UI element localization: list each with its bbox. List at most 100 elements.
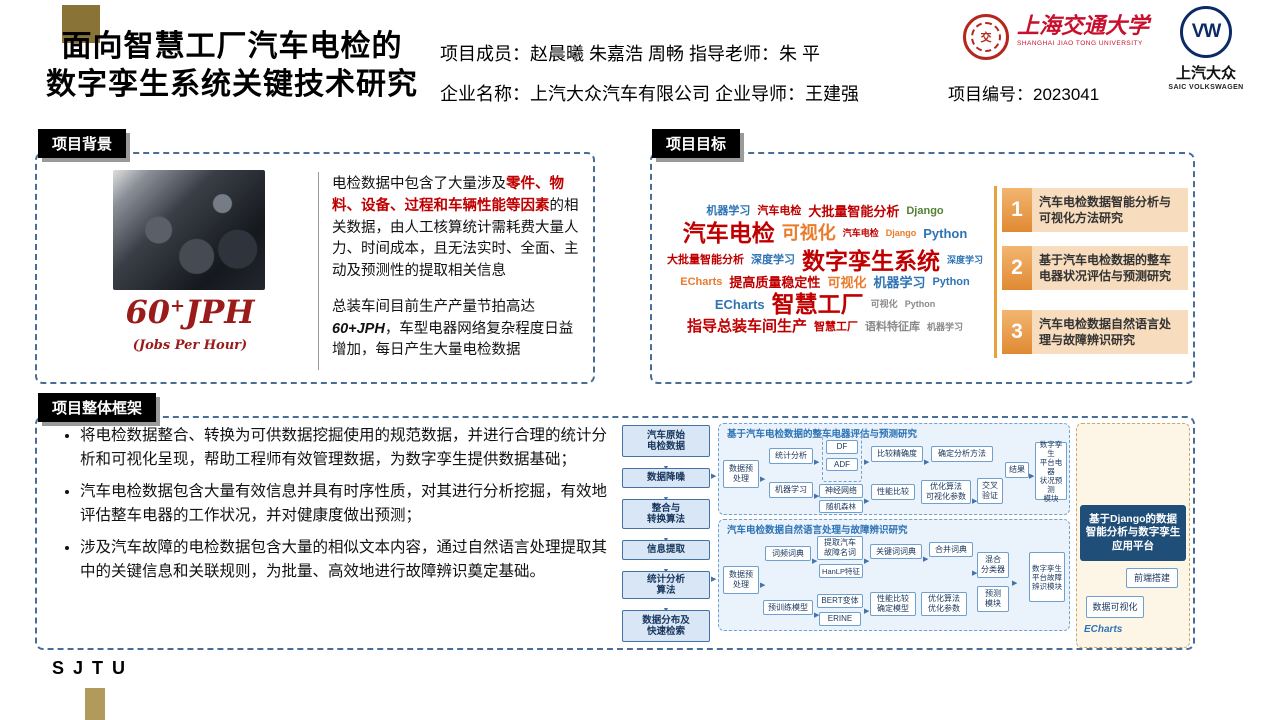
flow-arrow-right <box>864 451 869 469</box>
page-title: 面向智慧工厂汽车电检的 数字孪生系统关键技术研究 <box>22 28 442 103</box>
django-platform-box: 基于Django的数据智能分析与数字孪生应用平台 <box>1080 505 1186 561</box>
word-cloud-term: 语料特征库 <box>865 320 920 333</box>
panelA-twin-module: 数字孪生 平台电器 状况预测 模块 <box>1035 440 1067 503</box>
section-label-objectives: 项目目标 <box>652 129 741 158</box>
members-value: 赵晨曦 朱嘉浩 周畅 <box>530 44 685 64</box>
flow-extract-info: 信息提取 <box>622 540 710 560</box>
panel-prediction-title: 基于汽车电检数据的整车电器评估与预测研究 <box>727 429 918 440</box>
objective-item-1: 1 汽车电检数据智能分析与可视化方法研究 <box>1002 188 1188 233</box>
vw-name-cn: 上汽大众 <box>1175 65 1236 82</box>
sjtu-logo: 交 上海交通大学 SHANGHAI JIAO TONG UNIVERSITY <box>963 14 1149 60</box>
word-cloud-term: Django <box>885 227 917 238</box>
framework-bullet-2: 汽车电检数据包含大量有效信息并具有时序性质，对其进行分析挖掘，有效地评估整车电器… <box>80 480 612 527</box>
background-text: 电检数据中包含了大量涉及零件、物料、设备、过程和车辆性能等因素的相关数据，由人工… <box>332 174 584 376</box>
sjtu-name-cn: 上海交通大学 <box>1017 13 1150 39</box>
sjtu-seal-glyph: 交 <box>971 22 1001 52</box>
section-label-background: 项目背景 <box>38 129 127 158</box>
panelA-cross-validation: 交叉 验证 <box>977 478 1003 504</box>
company-value: 上汽大众汽车有限公司 <box>530 84 710 104</box>
flow-arrow-right <box>760 468 765 486</box>
word-cloud-term: 汽车电检 <box>842 227 879 238</box>
flow-transform: 整合与 转换算法 <box>622 499 710 529</box>
word-cloud-term: 智慧工厂 <box>771 291 864 318</box>
word-cloud-term: Python <box>904 298 936 309</box>
title-line-2: 数字孪生系统关键技术研究 <box>46 67 418 101</box>
sjtu-text: 上海交通大学 SHANGHAI JIAO TONG UNIVERSITY <box>1009 14 1149 47</box>
company-label: 企业名称： <box>440 84 530 104</box>
panelB-pretrain: 预训练模型 <box>763 600 813 615</box>
panelA-choose-method: 确定分析方法 <box>931 446 993 462</box>
gold-square-decoration <box>62 5 100 43</box>
objective-item-3: 3 汽车电检数据自然语言处理与故障辨识研究 <box>1002 310 1188 355</box>
members-label: 项目成员： <box>440 44 530 64</box>
panelB-freq-dict: 词频词典 <box>765 546 811 561</box>
panelA-stat-analysis: 统计分析 <box>769 448 813 464</box>
flow-arrow-right <box>1029 465 1034 483</box>
objective-text: 汽车电检数据智能分析与可视化方法研究 <box>1032 188 1188 233</box>
jph-caption: (Jobs Per Hour) <box>132 338 248 353</box>
vw-circle-icon: VW <box>1180 6 1232 58</box>
project-number: 项目编号：2023041 <box>948 85 1100 104</box>
sjtu-footer-text: S J T U <box>52 658 128 678</box>
word-cloud-term: 汽车电检 <box>682 220 775 247</box>
word-cloud-term: 大批量智能分析 <box>808 203 900 219</box>
panelB-ernie: ERINE <box>819 612 861 626</box>
panelA-compare-accuracy: 比较精确度 <box>871 446 923 462</box>
word-cloud-term: 深度学习 <box>946 254 983 265</box>
header-info-line-2: 企业名称：上汽大众汽车有限公司 企业导师：王建强 <box>440 80 859 106</box>
word-cloud-term: ECharts <box>714 296 765 312</box>
objective-number: 1 <box>1002 188 1032 233</box>
flow-arrow-right <box>864 600 869 618</box>
vw-logo: VW 上汽大众 SAIC VOLKSWAGEN <box>1163 6 1249 91</box>
flow-arrow-right <box>711 465 716 483</box>
panelA-machine-learning: 机器学习 <box>769 482 813 498</box>
word-cloud-term: Django <box>906 204 944 217</box>
jph-value: 60+JPH <box>125 293 255 331</box>
flow-arrow-right <box>864 490 869 508</box>
panelB-extract-nouns: 提取汽车 故障名词 <box>817 536 863 560</box>
echarts-label: ECharts <box>1084 624 1123 635</box>
gold-bar-decoration <box>85 688 105 720</box>
flow-raw-data: 汽车原始 电检数据 <box>622 425 710 457</box>
panelA-model-group: DF ADF <box>822 436 862 482</box>
background-highlight: 零件、物料、设备、过程和车辆性能等因素 <box>332 176 564 214</box>
word-cloud-term: 机器学习 <box>873 274 926 290</box>
flow-distribution-search: 数据分布及 快速检索 <box>622 610 710 642</box>
word-cloud-term: 深度学习 <box>750 253 795 266</box>
word-cloud-term: 可视化 <box>870 298 898 309</box>
word-cloud-term: 指导总装车间生产 <box>686 318 807 336</box>
panel-prediction: 基于汽车电检数据的整车电器评估与预测研究 数据预 处理 统计分析 机器学习 DF… <box>718 423 1070 515</box>
flow-arrow-right <box>923 548 928 566</box>
panelA-random-forest: 随机森林 <box>819 500 863 513</box>
panelB-bert: BERT变体 <box>817 594 863 608</box>
panelA-adf: ADF <box>826 457 858 472</box>
word-cloud-term: Python <box>923 225 968 241</box>
word-cloud-term: ECharts <box>680 275 723 288</box>
word-cloud-term: 提高质量稳定性 <box>729 274 821 290</box>
flow-arrow-right <box>711 568 716 586</box>
flow-arrow-right <box>864 550 869 568</box>
flow-stat-algorithm: 统计分析 算法 <box>622 571 710 599</box>
header-info-line-1: 项目成员：赵晨曦 朱嘉浩 周畅 指导老师：朱 平 <box>440 40 820 66</box>
vw-name-en: SAIC VOLKSWAGEN <box>1168 84 1244 91</box>
panelB-classifier: 混合 分类器 <box>977 552 1009 578</box>
frontend-box: 前端搭建 <box>1126 568 1178 588</box>
panelA-optimize: 优化算法 可视化参数 <box>921 480 971 504</box>
word-cloud-term: 大批量智能分析 <box>666 253 744 266</box>
panelB-performance: 性能比较 确定模型 <box>870 592 916 616</box>
panelB-preprocess: 数据预 处理 <box>723 566 759 594</box>
objective-item-2: 2 基于汽车电检数据的整车电器状况评估与预测研究 <box>1002 246 1188 291</box>
panelA-neural-network: 神经网络 <box>819 484 863 498</box>
flow-denoise: 数据降噪 <box>622 468 710 488</box>
panelA-preprocess: 数据预 处理 <box>723 460 759 488</box>
panelB-twin-module: 数字孪生 平台故障 辨识模块 <box>1029 552 1065 602</box>
visualization-box: 数据可视化 <box>1086 596 1144 618</box>
panelB-optimize: 优化算法 优化参数 <box>921 592 967 616</box>
mentor-label: 企业导师： <box>710 84 806 104</box>
word-cloud-term: 机器学习 <box>927 321 964 332</box>
framework-bullet-3: 涉及汽车故障的电检数据包含大量的相似文本内容，通过自然语言处理提取其中的关键信息… <box>80 536 612 583</box>
word-cloud-term: Python <box>932 275 970 288</box>
panel-nlp-title: 汽车电检数据自然语言处理与故障辨识研究 <box>727 525 908 536</box>
objective-number: 2 <box>1002 246 1032 291</box>
